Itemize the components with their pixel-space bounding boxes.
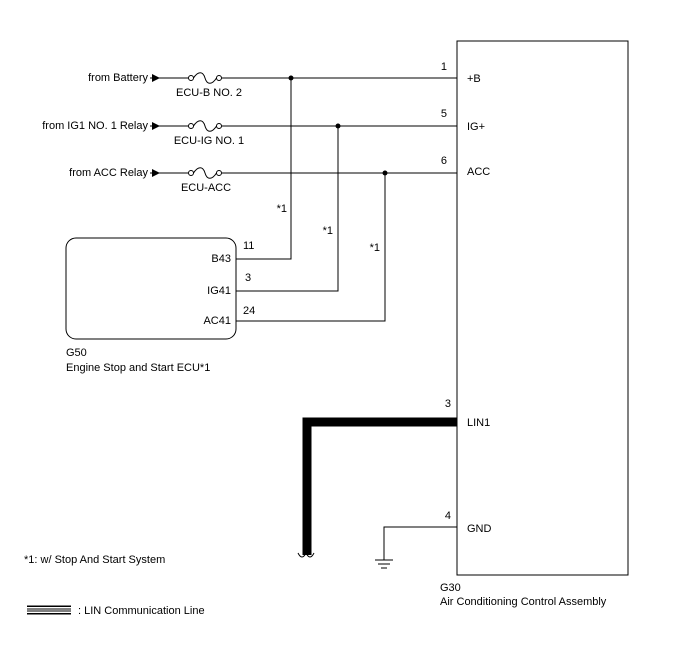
- source-label-acc-relay: from ACC Relay: [69, 167, 148, 179]
- ecu-pin-name-b43: B43: [211, 253, 231, 265]
- pin-name-ig: IG+: [467, 121, 485, 133]
- pin-name-gnd: GND: [467, 523, 492, 535]
- pin-number-gnd: 4: [445, 510, 451, 522]
- fuse-label-ecu-acc: ECU-ACC: [181, 182, 231, 194]
- legend-label: : LIN Communication Line: [78, 605, 205, 617]
- fuse-label-ecu-ig-no-1: ECU-IG NO. 1: [174, 135, 244, 147]
- lin-communication-line: [302, 417, 457, 555]
- pin-number-b: 1: [441, 61, 447, 73]
- branch-note-ac41: *1: [370, 242, 380, 254]
- fuse-icon: [188, 120, 222, 132]
- arrow-icon: [152, 169, 160, 177]
- pin-name-b: +B: [467, 73, 481, 85]
- ecu-code: G50: [66, 347, 87, 359]
- assembly-code: G30: [440, 582, 461, 594]
- assembly-name: Air Conditioning Control Assembly: [440, 596, 607, 608]
- ground-wire: [383, 526, 457, 560]
- air-conditioning-control-assembly: [456, 40, 629, 576]
- arrow-icon: [152, 74, 160, 82]
- ecu-pin-number-11: 11: [243, 240, 254, 252]
- arrow-icon: [152, 122, 160, 130]
- ecu-pin-name-ig41: IG41: [207, 285, 231, 297]
- branch-note-ig41: *1: [323, 225, 333, 237]
- pin-name-acc: ACC: [467, 166, 490, 178]
- source-label-ig1-relay: from IG1 NO. 1 Relay: [42, 120, 148, 132]
- branch-wire-ig41: [236, 123, 341, 292]
- break-mark-icon: [297, 551, 315, 558]
- source-wire-battery: from Battery ECU-B NO. 2: [88, 72, 457, 99]
- pin-name-lin1: LIN1: [467, 417, 490, 429]
- footnote: *1: w/ Stop And Start System: [24, 554, 165, 566]
- pin-number-ig: 5: [441, 108, 447, 120]
- engine-stop-start-ecu: [65, 237, 237, 340]
- pin-number-acc: 6: [441, 155, 447, 167]
- ecu-pin-number-3: 3: [245, 272, 251, 284]
- fuse-icon: [188, 167, 222, 179]
- ecu-pin-number-24: 24: [243, 305, 255, 317]
- ground-icon: [375, 559, 393, 569]
- source-wire-acc: from ACC Relay ECU-ACC: [69, 167, 457, 194]
- ecu-name: Engine Stop and Start ECU*1: [66, 362, 210, 374]
- ecu-pin-name-ac41: AC41: [203, 315, 231, 327]
- branch-wire-ac41: [236, 170, 388, 322]
- fuse-label-ecu-b-no-2: ECU-B NO. 2: [176, 87, 242, 99]
- pin-number-lin1: 3: [445, 398, 451, 410]
- source-wire-ig1: from IG1 NO. 1 Relay ECU-IG NO. 1: [42, 120, 457, 147]
- source-label-battery: from Battery: [88, 72, 148, 84]
- branch-wire-b43: [236, 75, 294, 260]
- fuse-icon: [188, 72, 222, 84]
- branch-note-b43: *1: [277, 203, 287, 215]
